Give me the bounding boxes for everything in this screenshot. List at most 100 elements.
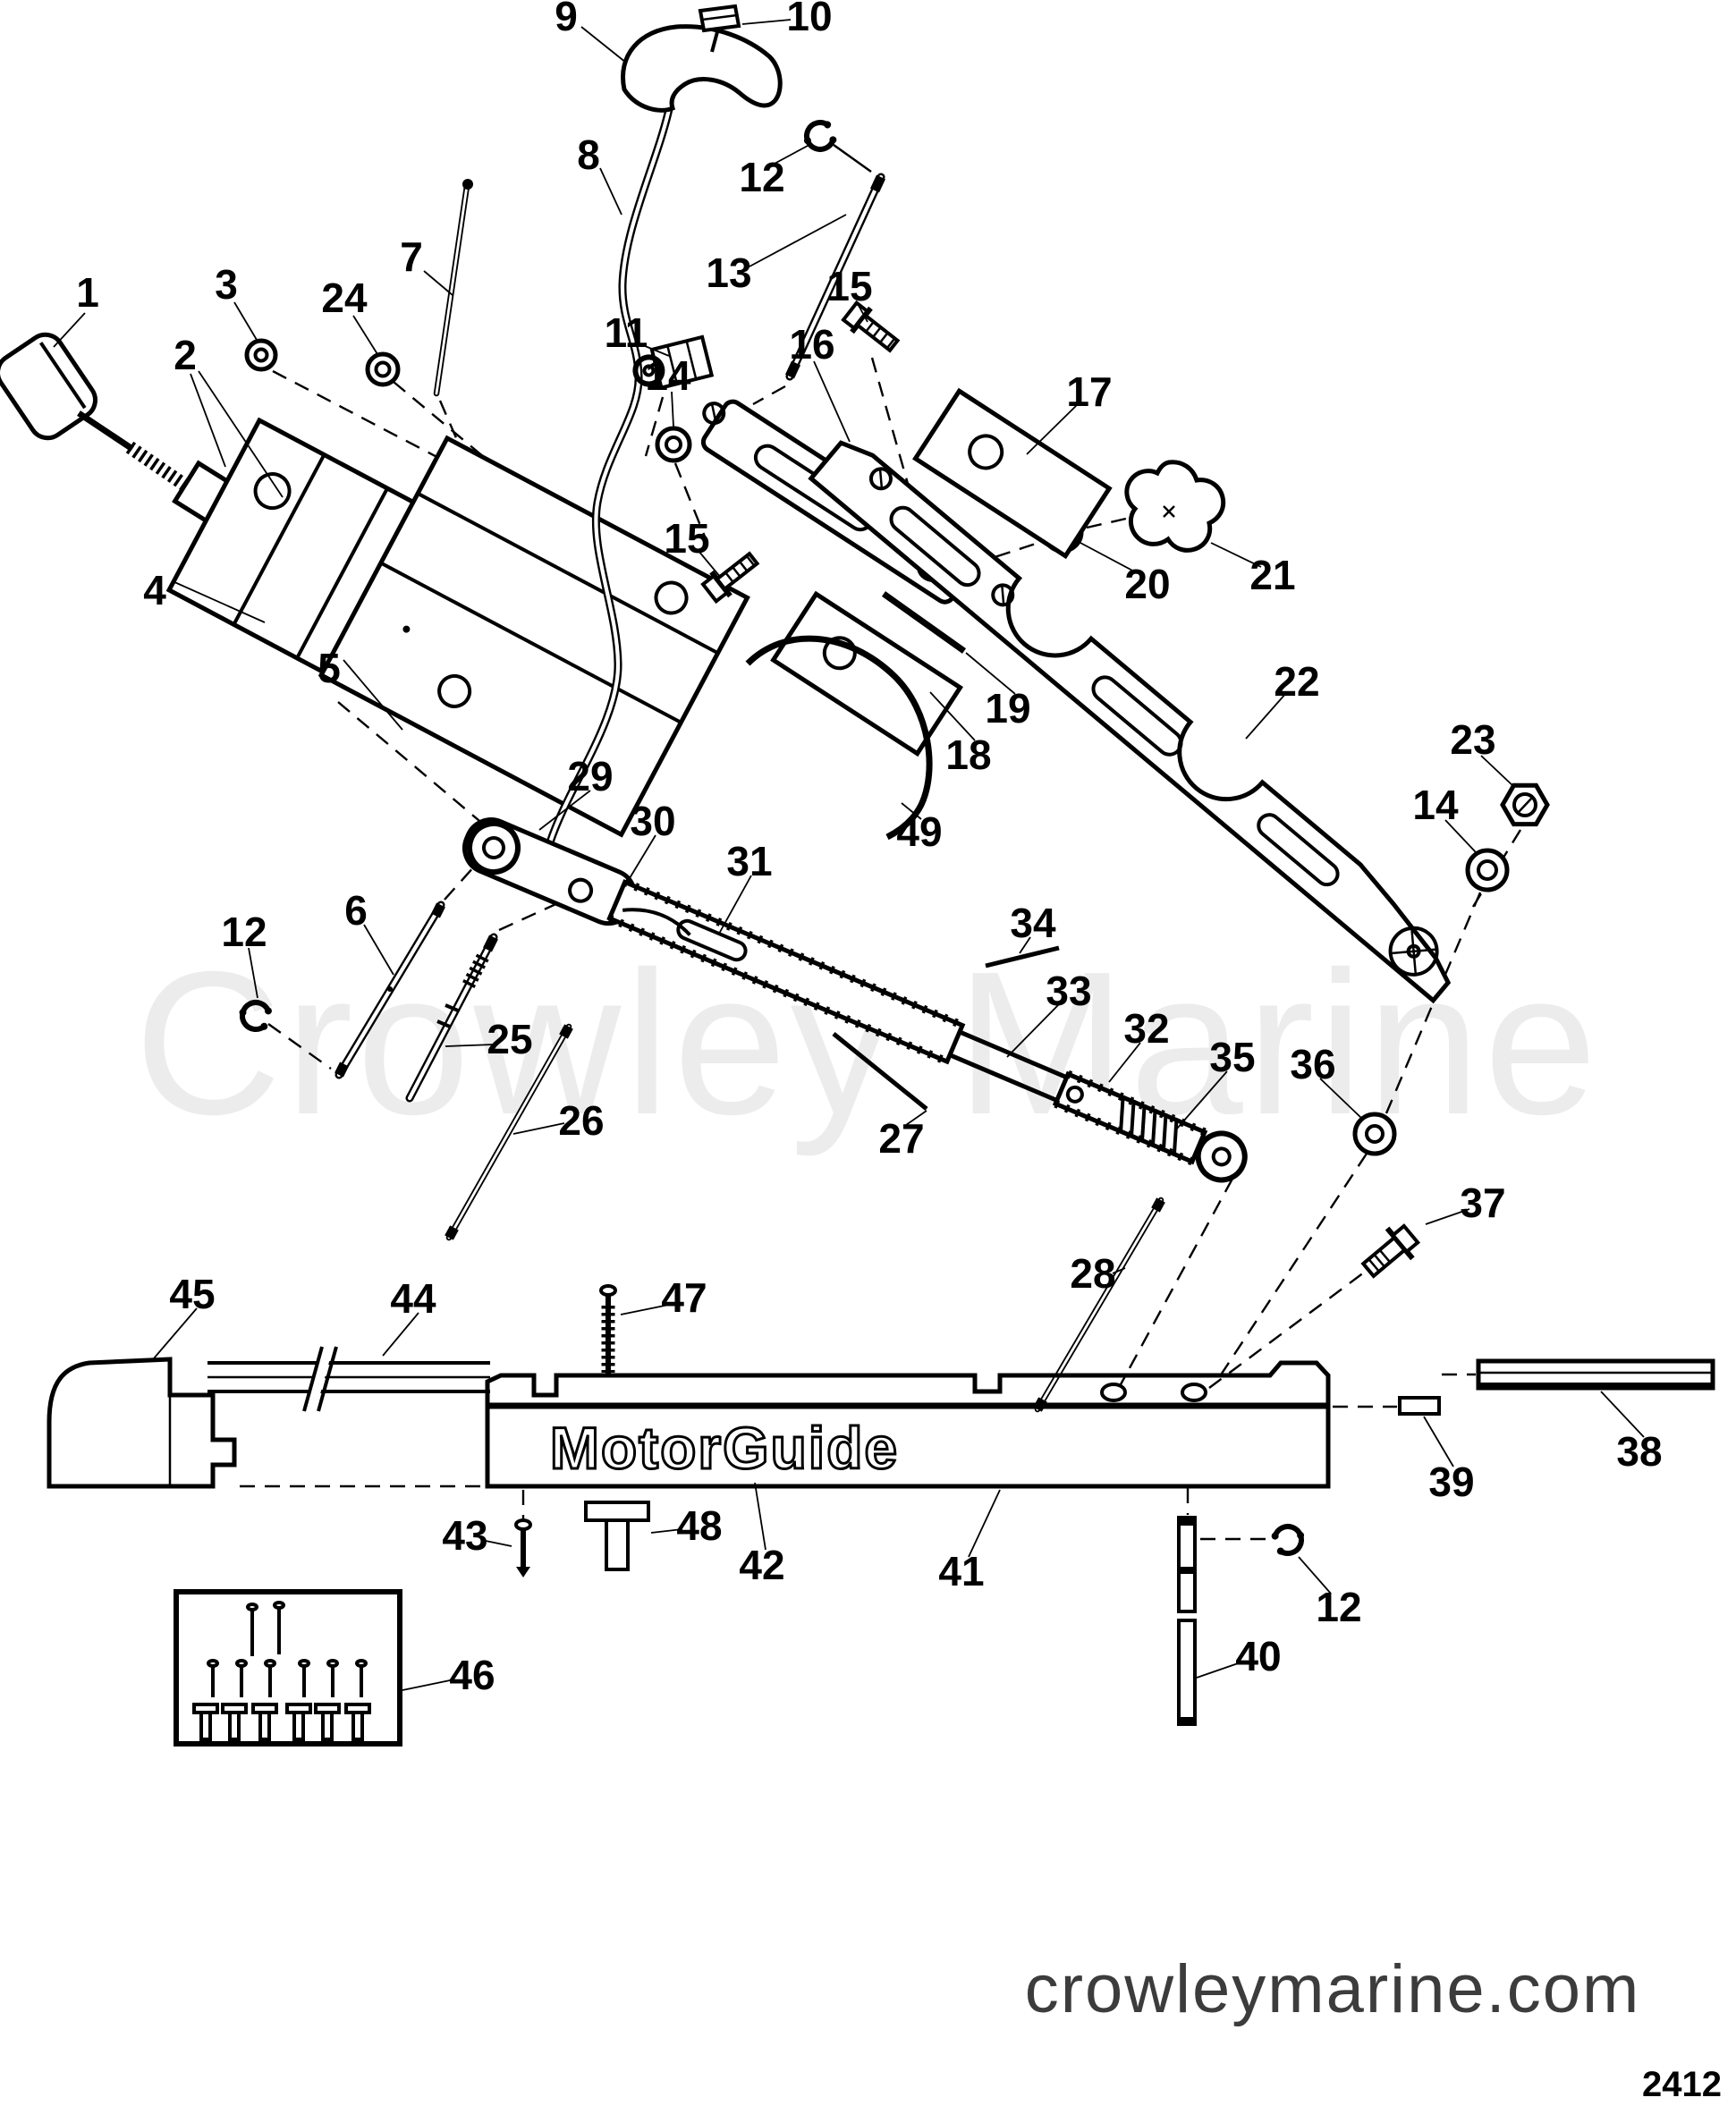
callout-19: 19 [985, 685, 1030, 732]
callout-38: 38 [1616, 1428, 1662, 1475]
callout-3: 3 [215, 261, 238, 308]
callout-8: 8 [577, 131, 600, 178]
leader-line [53, 312, 86, 348]
callout-31: 31 [726, 838, 772, 884]
callout-13: 13 [706, 250, 751, 296]
callout-7: 7 [400, 233, 423, 280]
leader-line [1298, 1556, 1332, 1594]
leader-line [1026, 403, 1079, 455]
part-star-knob-21 [1124, 460, 1226, 553]
part-handle-cap [698, 4, 741, 53]
leader-line [1196, 1661, 1244, 1679]
part-ratchet-bracket-22 [808, 440, 1452, 1004]
leader-line [445, 1044, 495, 1047]
callout-12: 12 [1316, 1584, 1361, 1630]
callout-6: 6 [344, 887, 368, 934]
kit-long-screws [246, 1601, 285, 1656]
leader-line [754, 1482, 766, 1551]
leader-line [580, 26, 627, 63]
part-pin-7 [433, 179, 473, 397]
part-rod-28 [1033, 1197, 1165, 1413]
rail-hole [1181, 1383, 1207, 1402]
leader-line [233, 301, 258, 341]
callout-40: 40 [1235, 1633, 1281, 1679]
callout-22: 22 [1274, 658, 1319, 705]
leader-line [538, 790, 591, 831]
callout-49: 49 [896, 808, 942, 855]
part-washer-14b [1465, 848, 1510, 892]
callout-37: 37 [1460, 1180, 1505, 1226]
part-e-clip-bottom [1270, 1521, 1308, 1557]
part-pivot-arm [462, 817, 1248, 1183]
callout-30: 30 [630, 798, 675, 844]
leader-line [248, 947, 258, 999]
callout-44: 44 [390, 1275, 436, 1322]
leader-line [638, 343, 670, 357]
leader-line [1080, 542, 1137, 573]
callout-17: 17 [1066, 368, 1112, 415]
part-link-rod-13 [785, 173, 885, 381]
part-washer-14a [655, 426, 692, 463]
part-strip-19 [881, 591, 967, 654]
callout-4: 4 [143, 567, 166, 613]
bracket-hole [437, 673, 472, 708]
leader-line [1108, 1042, 1141, 1083]
bracket-hole [654, 580, 689, 615]
ratchet-bar-31 [606, 879, 966, 1065]
callout-45: 45 [169, 1271, 215, 1317]
part-rod-27 [832, 1032, 928, 1111]
callout-15: 15 [826, 263, 872, 309]
part-rod-26 [445, 1023, 573, 1241]
arm-end-eye [1195, 1130, 1248, 1183]
leader-line [901, 802, 922, 820]
brand-logo: MotorGuide [550, 1415, 899, 1481]
part-hardware-kit-46 [174, 1589, 402, 1747]
leader-line [1112, 1267, 1126, 1274]
clip-link-line [833, 143, 872, 173]
part-rail-segment-44 [207, 1343, 490, 1412]
knob-spring [125, 441, 194, 495]
leader-line [650, 1528, 683, 1534]
part-key-39 [1398, 1396, 1441, 1416]
part-steering-knob [0, 332, 97, 441]
callout-29: 29 [567, 753, 613, 799]
part-e-clip-top [800, 118, 838, 154]
leader-line [172, 580, 266, 623]
callout-26: 26 [558, 1097, 604, 1144]
callout-33: 33 [1046, 968, 1091, 1014]
callout-40: 40 [1235, 1633, 1281, 1679]
leader-line [1006, 1002, 1061, 1058]
leader-line [905, 1110, 927, 1126]
leader-line [1423, 1416, 1454, 1467]
leader-line [1480, 755, 1515, 788]
leader-line [1245, 692, 1287, 740]
part-washer-36 [1352, 1112, 1397, 1156]
callout-48: 48 [676, 1502, 722, 1549]
callout-10: 10 [786, 0, 832, 39]
callout-9: 9 [555, 0, 578, 39]
part-screw-43 [514, 1518, 532, 1577]
leader-line [965, 652, 1016, 695]
leader-line [929, 691, 976, 741]
part-tick-34 [985, 945, 1060, 968]
callout-14: 14 [1412, 782, 1459, 828]
leader-line [813, 360, 851, 443]
leader-line [718, 875, 752, 935]
footer-page-code: 2412 [1642, 2065, 1722, 2104]
callout-1: 1 [76, 269, 99, 316]
leader-line [1176, 1070, 1228, 1129]
leader-line [749, 214, 847, 267]
part-washer-3 [244, 338, 278, 372]
part-plate-18 [770, 590, 963, 757]
housing-hole [253, 472, 292, 511]
callout-36: 36 [1290, 1041, 1335, 1087]
callout-46: 46 [449, 1652, 495, 1698]
part-end-cap-45 [47, 1357, 237, 1489]
leader-line [1210, 542, 1262, 568]
callout-47: 47 [661, 1274, 707, 1321]
part-cable-clamp [632, 334, 715, 391]
leader-line [198, 370, 284, 498]
